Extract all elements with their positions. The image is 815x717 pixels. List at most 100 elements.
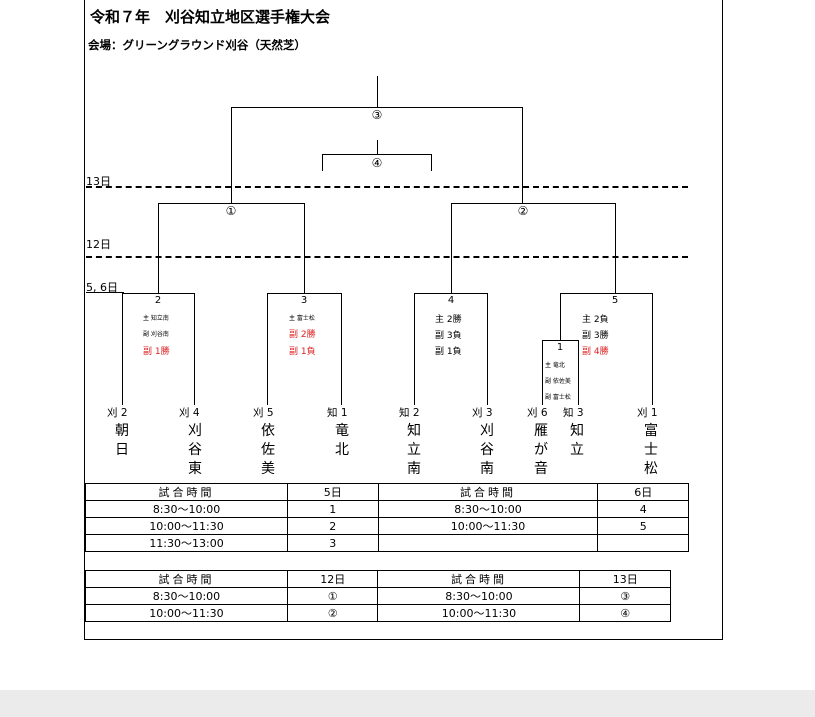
table-cell: 4 [597,500,689,518]
schedule-table-5-6: 試合時間 5日 試合時間 6日 8:30〜10:00 1 8:30〜10:00 … [84,483,689,552]
team-name: 知立南 [407,423,421,477]
table-header: 試合時間 [377,570,581,588]
team-seed: 刈 1 [637,407,658,419]
match4-left [414,293,415,405]
match4-bar [414,293,488,294]
table-cell [597,534,689,552]
page-title: 令和７年 刈谷知立地区選手権大会 [90,8,331,26]
match4-record-a: 主 2勝 [435,315,462,325]
table-row: 試合時間 5日 試合時間 6日 [84,483,689,501]
match5-record-c: 副 4勝 [582,347,609,357]
third-place-node: ④ [371,156,383,170]
final-right-line [522,107,523,203]
match1-record-a: 主 竜北 [545,362,565,369]
third-place-bar [322,154,432,155]
table-cell [377,534,599,552]
team-seed: 刈 4 [179,407,200,419]
team-name: 竜北 [335,423,349,458]
table-cell: 8:30〜10:00 [84,500,289,518]
table-row: 8:30〜10:00 ① 8:30〜10:00 ③ [85,587,671,605]
table-cell: ① [286,587,379,605]
semi2-bar [451,203,616,204]
team-name: 朝日 [115,423,129,458]
semi1-node: ① [225,204,237,218]
day-label-13: 13日 [86,175,111,188]
semi2-right [615,203,616,293]
table-header: 試合時間 [377,483,599,501]
table-cell: 1 [287,500,379,518]
match1-right [578,340,579,405]
table-header: 試合時間 [84,483,289,501]
match4-number: 4 [447,295,455,306]
match3-bar [267,293,342,294]
table-cell: ④ [579,604,671,622]
match1-record-b: 副 依佐美 [545,378,571,385]
semi2-left [451,203,452,293]
table-header: 6日 [597,483,689,501]
table-row: 8:30〜10:00 1 8:30〜10:00 4 [84,500,689,518]
match1-left [542,340,543,405]
match2-number: 2 [154,295,162,306]
day-divider-13 [86,186,688,188]
semi1-right [304,203,305,293]
match2-record-a: 主 知立南 [143,315,169,322]
day-label-56: 5, 6日 [86,281,118,294]
match3-number: 3 [300,295,308,306]
match2-record-b: 副 刈谷南 [143,331,169,338]
match1-bar [542,340,579,341]
team-seed: 知 1 [327,407,348,419]
table-header: 5日 [287,483,379,501]
venue-text: 会場：グリーングラウンド刈谷（天然芝） [88,38,306,52]
match5-left [560,293,561,340]
team-name: 知立 [570,423,584,458]
match2-right [194,293,195,405]
semi1-left [158,203,159,293]
match4-record-c: 副 1負 [435,347,462,357]
match5-right [652,293,653,405]
table-cell: 8:30〜10:00 [85,587,288,605]
table-header: 12日 [286,570,379,588]
table-cell: ③ [579,587,671,605]
day-label-12: 12日 [86,238,111,251]
team-seed: 刈 6 [527,407,548,419]
table-cell: 8:30〜10:00 [377,500,599,518]
team-seed: 刈 2 [107,407,128,419]
table-cell: 10:00〜11:30 [377,604,581,622]
table-cell: 8:30〜10:00 [377,587,581,605]
table-cell: 5 [597,517,689,535]
match1-number: 1 [556,342,564,353]
table-cell: ② [286,604,379,622]
match3-left [267,293,268,405]
table-row: 10:00〜11:30 ② 10:00〜11:30 ④ [85,604,671,622]
semi1-bar [158,203,304,204]
match3-record-c: 副 1負 [289,347,316,357]
third-place-left [322,154,323,171]
table-cell: 10:00〜11:30 [85,604,288,622]
match3-right [341,293,342,405]
day-divider-12 [86,256,688,258]
team-name: 刈谷南 [480,423,494,477]
match5-record-b: 副 3勝 [582,331,609,341]
team-seed: 刈 5 [253,407,274,419]
semi2-node: ② [517,204,529,218]
table-cell: 2 [287,517,379,535]
match5-bar [560,293,653,294]
team-seed: 知 2 [399,407,420,419]
third-place-right [431,154,432,171]
match2-bar [122,293,195,294]
table-cell: 10:00〜11:30 [84,517,289,535]
table-cell: 3 [287,534,379,552]
table-header: 13日 [579,570,671,588]
document-page: 令和７年 刈谷知立地区選手権大会 会場：グリーングラウンド刈谷（天然芝） 13日… [0,0,815,690]
match1-record-c: 副 富士松 [545,394,571,401]
team-seed: 刈 3 [472,407,493,419]
champion-line [377,76,378,107]
table-cell: 11:30〜13:00 [84,534,289,552]
team-seed: 知 3 [563,407,584,419]
final-bar [231,107,523,108]
table-row: 10:00〜11:30 2 10:00〜11:30 5 [84,517,689,535]
schedule-table-12-13: 試合時間 12日 試合時間 13日 8:30〜10:00 ① 8:30〜10:0… [85,570,671,622]
table-header: 試合時間 [85,570,288,588]
final-node: ③ [371,108,383,122]
team-name: 雁が音 [534,423,548,477]
